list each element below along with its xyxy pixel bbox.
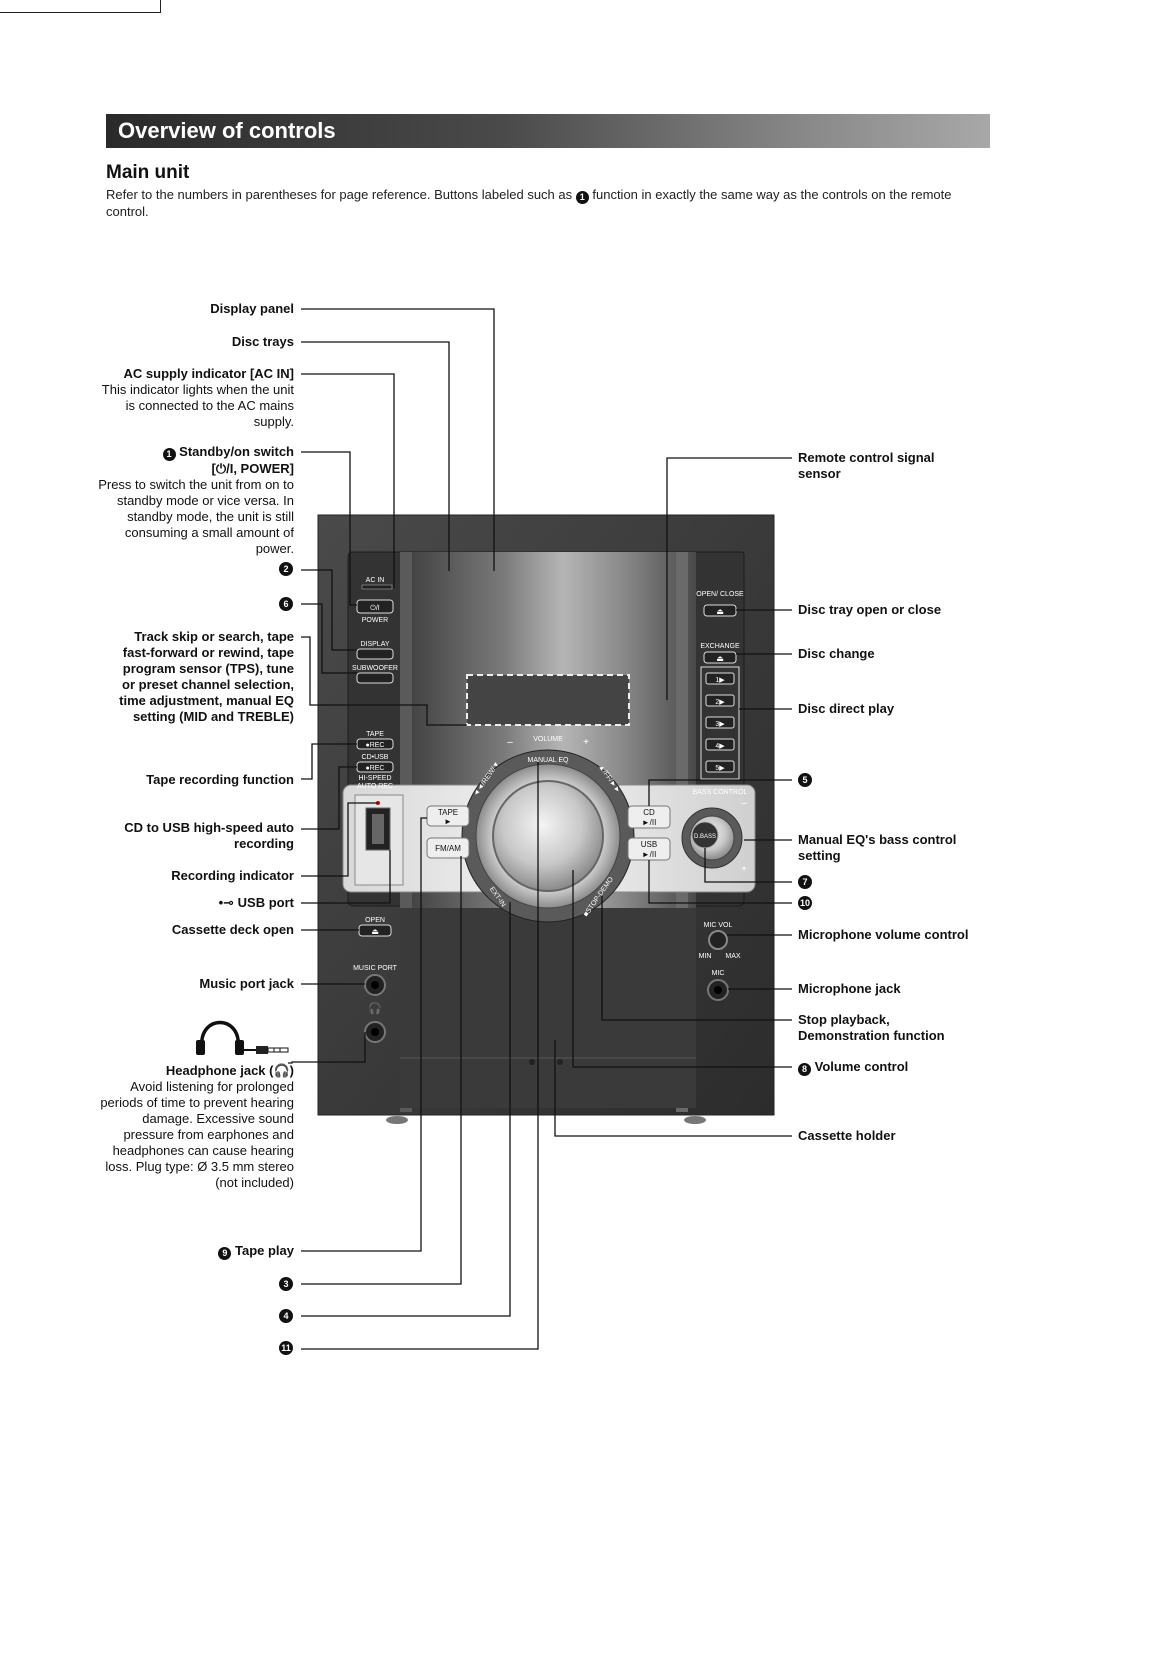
svg-text:TAPE: TAPE [438, 808, 458, 817]
svg-text:D.BASS: D.BASS [694, 834, 716, 840]
label-bass: Manual EQ's bass control setting [798, 832, 957, 863]
badge-3: 3 [279, 1277, 293, 1291]
subsection-title: Main unit [106, 162, 190, 183]
label-mic-vol: Microphone volume control [798, 927, 969, 942]
svg-text:VOLUME: VOLUME [533, 736, 563, 743]
badge-1: 1 [575, 191, 589, 204]
svg-text:+: + [741, 864, 747, 875]
label-tape-rec: Tape recording function [146, 772, 294, 787]
label-music-port: Music port jack [199, 976, 294, 991]
volume-knob [492, 780, 604, 892]
exchange-button[interactable] [703, 651, 737, 664]
intro-text: Refer to the numbers in parentheses for … [106, 187, 952, 219]
svg-text:►/II: ►/II [642, 850, 657, 859]
foot-right [684, 1116, 706, 1124]
label-cd-usb: CD to USB high-speed auto recording [124, 820, 294, 851]
badge-10: 10 [798, 896, 812, 910]
power-button[interactable] [356, 599, 394, 614]
autorec-text: AUTO REC [357, 783, 393, 790]
display-button[interactable] [356, 648, 394, 660]
tape-text: TAPE [366, 731, 384, 738]
tape-rec-text: ●REC [365, 742, 384, 749]
svg-text:🎧: 🎧 [368, 1002, 382, 1015]
svg-text:⏏: ⏏ [716, 654, 724, 663]
disc-4: 4▶ [715, 743, 725, 750]
svg-text:⏏: ⏏ [371, 927, 379, 936]
leader-lines-right [554, 457, 792, 1137]
svg-text:BASS CONTROL: BASS CONTROL [693, 789, 748, 796]
mic-vol-knob [708, 930, 728, 950]
svg-text:+: + [583, 737, 589, 748]
music-port-text: MUSIC PORT [353, 965, 398, 972]
display-panel [466, 674, 630, 726]
label-cassette-holder: Cassette holder [798, 1128, 896, 1143]
svg-text:FM/AM: FM/AM [435, 844, 461, 853]
disc-2: 2▶ [715, 699, 725, 706]
label-cassette-open: Cassette deck open [171, 922, 294, 937]
label-stop: Stop playback, Demonstration function [798, 1012, 945, 1043]
badge-4: 4 [279, 1309, 293, 1323]
badge-11: 11 [279, 1341, 293, 1355]
fm-am-button[interactable] [426, 837, 470, 859]
svg-text:–: – [741, 798, 747, 809]
open-close-text: OPEN/ CLOSE [696, 591, 744, 598]
mic-text: MIC [712, 970, 725, 977]
min-text: MIN [699, 953, 712, 960]
svg-text:►: ► [444, 817, 452, 826]
label-disc-change: Disc change [798, 646, 875, 661]
header-corner-box [0, 0, 161, 13]
disc-5: 5▶ [715, 765, 725, 772]
disc-3: 3▶ [715, 721, 725, 728]
label-standby: 1 Standby/on switch [⏻/I, POWER] Press t… [98, 444, 294, 556]
subwoofer-text: SUBWOOFER [352, 665, 398, 672]
badge-5: 5 [798, 773, 812, 787]
subwoofer-button[interactable] [356, 672, 394, 684]
mic-vol-text: MIC VOL [704, 922, 733, 929]
svg-text:CD: CD [643, 808, 655, 817]
tape-play-button[interactable] [426, 805, 470, 827]
svg-text:⏏: ⏏ [716, 607, 724, 616]
label-mic-jack: Microphone jack [798, 981, 901, 996]
label-disc-tray-open: Disc tray open or close [798, 602, 942, 617]
badge-6: 6 [279, 597, 293, 611]
hispeed-text: HI-SPEED [358, 775, 391, 782]
foot-left [386, 1116, 408, 1124]
label-rec-indicator: Recording indicator [171, 868, 294, 883]
label-headphone: Headphone jack (🎧) Avoid listening for p… [100, 1063, 294, 1190]
section-title: Overview of controls [106, 114, 990, 148]
cdusb-text: CD•USB [362, 754, 389, 761]
disc-direct-group [700, 666, 740, 780]
usb-icon: •⊸ [218, 895, 235, 910]
max-text: MAX [725, 953, 741, 960]
open-text: OPEN [365, 917, 385, 924]
exchange-text: EXCHANGE [700, 643, 740, 650]
label-tape-play: 9 Tape play [80, 1243, 294, 1260]
svg-text:►/II: ►/II [642, 818, 657, 827]
badge-2: 2 [279, 562, 293, 576]
leader-lines-left [288, 308, 539, 1350]
cassette-section [400, 908, 696, 1108]
label-display-panel: Display panel [210, 301, 294, 316]
disc-1: 1▶ [715, 677, 725, 684]
label-volume: 8 Volume control [798, 1059, 998, 1076]
ac-in-led [361, 584, 393, 590]
svg-text:MANUAL EQ: MANUAL EQ [528, 757, 570, 764]
svg-text:–: – [507, 737, 513, 748]
cdusb-rec-text: ●REC [365, 765, 384, 772]
label-disc-direct: Disc direct play [798, 701, 895, 716]
label-usb-port: •⊸ USB port [218, 895, 294, 910]
label-ac-indicator: AC supply indicator [AC IN] This indicat… [101, 366, 294, 429]
label-track-skip: Track skip or search, tape fast-forward … [119, 629, 294, 724]
display-text: DISPLAY [360, 641, 389, 648]
label-disc-trays: Disc trays [231, 334, 294, 349]
headphone-icon [196, 1020, 289, 1055]
svg-text:USB: USB [641, 840, 657, 849]
power-sym: ⏻/I [370, 604, 379, 612]
ac-in-text: AC IN [366, 577, 385, 584]
badge-7: 7 [798, 875, 812, 889]
label-remote-sensor: Remote control signal sensor [798, 450, 935, 481]
power-text: POWER [362, 617, 388, 624]
disc-buttons [705, 672, 735, 773]
